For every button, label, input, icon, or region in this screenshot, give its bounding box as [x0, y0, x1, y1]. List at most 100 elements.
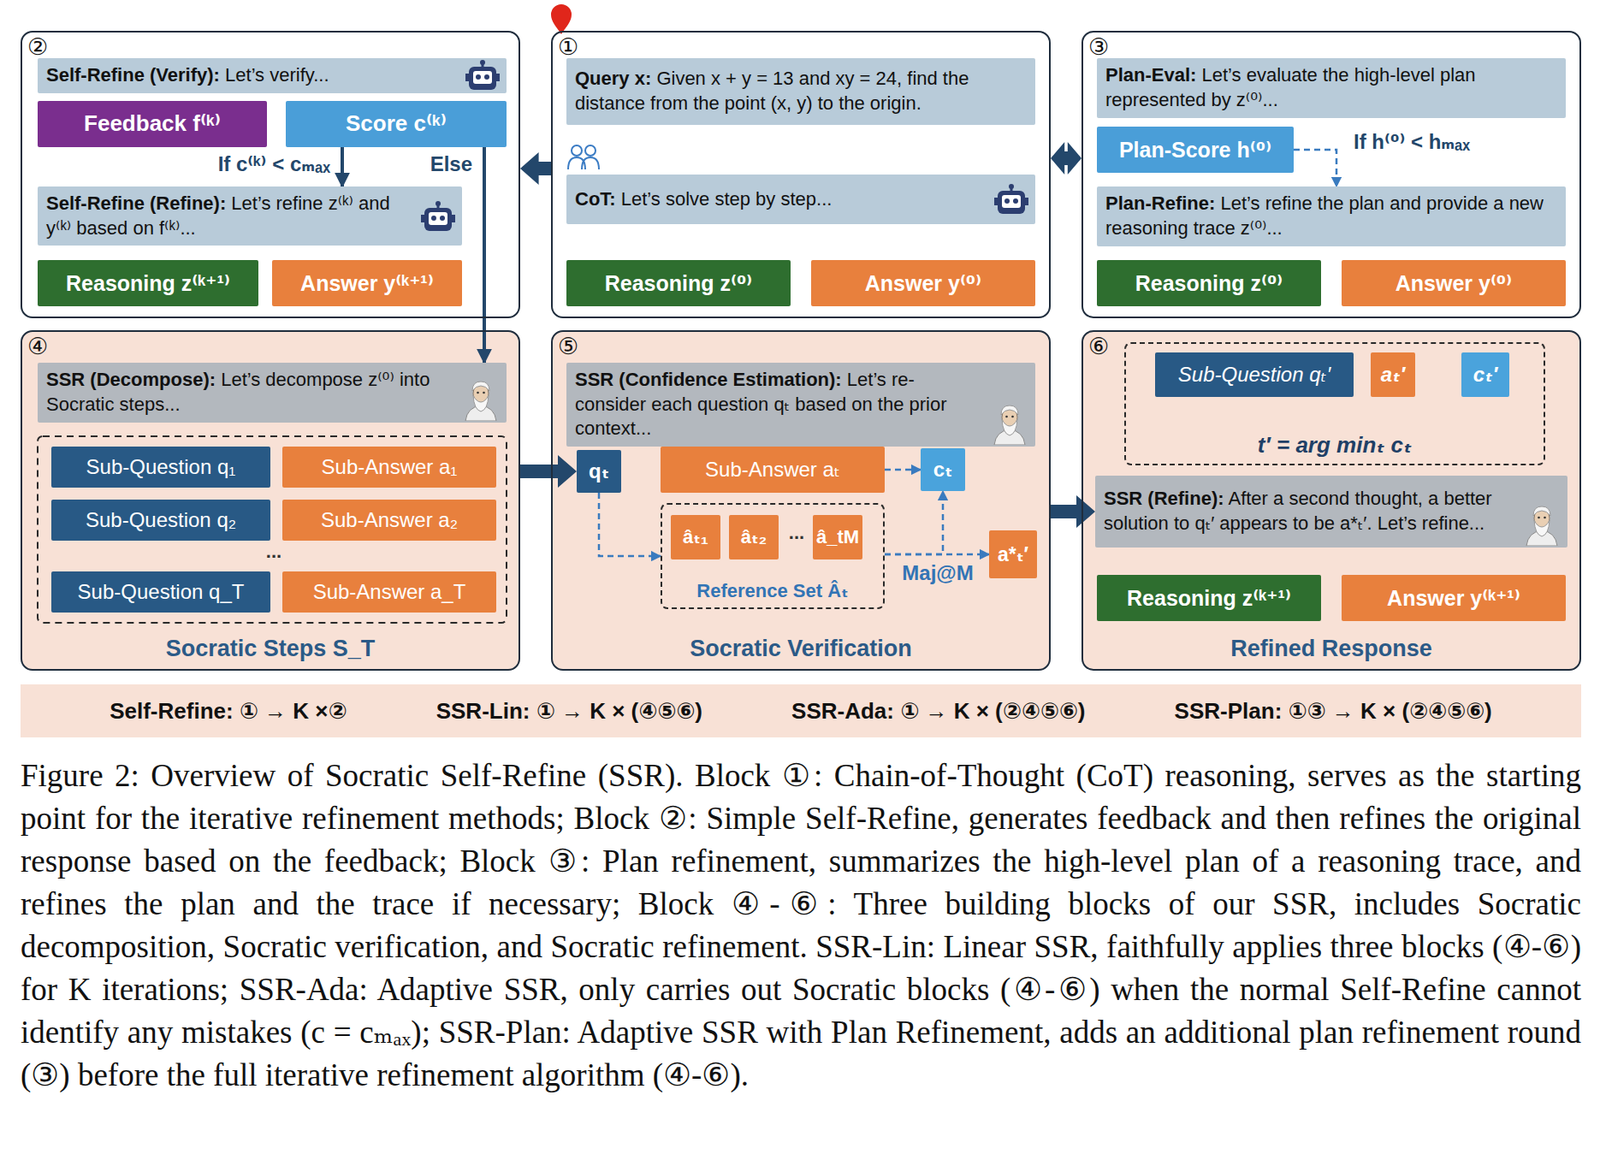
label-box: Sub-Question q_T — [51, 571, 271, 613]
prompt-band: Query x: Given x + y = 13 and xy = 24, f… — [566, 58, 1036, 125]
connector — [884, 491, 943, 555]
node-text: SSR (Refine): After a second thought, a … — [1103, 486, 1518, 536]
label-box: Sub-Answer aₜ — [660, 446, 885, 493]
text-emphasis: Query x: — [574, 67, 652, 89]
label-box: Reasoning z⁽⁰⁾ — [566, 260, 791, 307]
label-patch: If h⁽⁰⁾ < hₘₐₓ — [1351, 130, 1473, 154]
label-box: Answer y⁽ᵏ⁺¹⁾ — [1341, 574, 1566, 622]
text-emphasis: SSR (Refine): — [1103, 487, 1225, 510]
label-box: Sub-Answer a_T — [282, 571, 497, 613]
edge-label: Else — [410, 152, 478, 177]
node-text: Sub-Question q₂ — [85, 508, 237, 533]
node-text: SSR (Confidence Estimation): Let’s re-co… — [574, 367, 986, 442]
label-box: a*ₜ′ — [989, 530, 1038, 579]
node-text: Reasoning z⁽⁰⁾ — [604, 271, 753, 297]
prompt-band: Self-Refine (Verify): Let’s verify... — [37, 58, 507, 94]
prompt-band: CoT: Let’s solve step by step... — [566, 174, 1036, 225]
prompt-band: SSR (Confidence Estimation): Let’s re-co… — [566, 362, 1036, 447]
connector — [1293, 149, 1337, 187]
node-text: CoT: Let’s solve step by step... — [574, 187, 986, 213]
callout-number: ③ — [1088, 35, 1109, 60]
node-text: Sub-Answer aₜ — [705, 457, 841, 482]
prompt-band: SSR (Refine): After a second thought, a … — [1095, 475, 1568, 548]
node-text: SSR-Lin: ① → K × (④⑤⑥) — [436, 698, 703, 725]
label-box: Answer y⁽⁰⁾ — [811, 260, 1036, 307]
panel-title: Socratic Verification — [552, 635, 1049, 663]
dashed-group: t′ = arg minₜ cₜSub-Question qₜ′aₜ′cₜ′ — [1124, 342, 1546, 466]
socrates-icon — [1522, 503, 1561, 546]
panel-fill — [551, 331, 1050, 670]
block-panel: ①Query x: Given x + y = 13 and xy = 24, … — [551, 30, 1051, 319]
node-text: t′ = arg minₜ cₜ — [1257, 432, 1412, 459]
prompt-band: Plan-Eval: Let’s evaluate the high-level… — [1096, 58, 1566, 119]
connector — [520, 455, 577, 488]
label-box: cₜ — [920, 448, 966, 492]
figure-caption: Figure 2: Overview of Socratic Self-Refi… — [20, 754, 1582, 1097]
node-text: Reference Set Âₜ — [696, 580, 848, 603]
node-text: Self-Refine: ① → K ×② — [109, 698, 347, 725]
node-text: Feedback f⁽ᵏ⁾ — [83, 111, 221, 137]
prompt-band: SSR (Decompose): Let’s decompose z⁽⁰⁾ in… — [37, 362, 507, 423]
node-text: SSR-Ada: ① → K × (②④⑤⑥) — [791, 698, 1085, 725]
node-text: SSR (Decompose): Let’s decompose z⁽⁰⁾ in… — [46, 367, 457, 417]
prompt-band: Plan-Refine: Let’s refine the plan and p… — [1096, 186, 1566, 247]
node-text: a*ₜ′ — [997, 543, 1029, 566]
label-box: Answer y⁽⁰⁾ — [1341, 260, 1566, 307]
user-icon — [568, 145, 599, 170]
node-text: qₜ — [588, 459, 610, 484]
label-box: Feedback f⁽ᵏ⁾ — [37, 100, 267, 148]
label-box: Plan-Score h⁽⁰⁾ — [1096, 126, 1294, 173]
node-text: Reasoning z⁽ᵏ⁺¹⁾ — [65, 271, 231, 297]
node-text: Answer y⁽ᵏ⁺¹⁾ — [1386, 586, 1521, 611]
node-text: âₜ₂ — [740, 526, 768, 548]
block-panel: ⑥Refined Responset′ = arg minₜ cₜSub-Que… — [1081, 330, 1582, 671]
label-box: Score c⁽ᵏ⁾ — [285, 100, 507, 148]
node-text: Plan-Eval: Let’s evaluate the high-level… — [1105, 63, 1558, 113]
label-box: cₜ′ — [1461, 352, 1510, 398]
label-box: qₜ — [576, 450, 622, 493]
label-box: aₜ′ — [1370, 352, 1416, 398]
callout-number: ⑥ — [1088, 334, 1109, 359]
label-box: Reasoning z⁽ᵏ⁺¹⁾ — [1096, 574, 1322, 622]
connector — [884, 468, 921, 472]
block-panel: ③ Plan-Eval: Let’s evaluate the high-leve… — [1081, 30, 1582, 319]
connector — [340, 147, 344, 187]
node-text: SSR-Plan: ①③ → K × (②④⑤⑥) — [1174, 698, 1493, 725]
label-patch: Else — [427, 152, 475, 176]
label-box: Sub-Question q₂ — [51, 499, 271, 541]
node-text: Sub-Answer a_T — [313, 580, 467, 605]
robot-icon — [994, 183, 1029, 215]
edge-label: Maj@M — [889, 561, 986, 586]
node-text: Reasoning z⁽⁰⁾ — [1135, 271, 1284, 297]
label-box: Reasoning z⁽ᵏ⁺¹⁾ — [37, 260, 259, 307]
node-text: Self-Refine (Verify): Let’s verify... — [46, 63, 457, 89]
socrates-icon — [990, 402, 1029, 445]
robot-icon — [420, 201, 456, 232]
block-panel: ④Socratic Steps S_TSSR (Decompose): Let’… — [20, 330, 521, 671]
prompt-band: Self-Refine (Refine): Let’s refine z⁽ᵏ⁾ … — [37, 186, 463, 246]
pin-marker — [551, 4, 572, 35]
connector — [1050, 495, 1096, 528]
node-text: cₜ — [933, 457, 954, 482]
node-text: Answer y⁽⁰⁾ — [1395, 271, 1513, 297]
node-text: Plan-Refine: Let’s refine the plan and p… — [1105, 191, 1558, 241]
node-text: âₜ₁ — [682, 526, 709, 548]
panel-title: Refined Response — [1083, 635, 1580, 663]
label-box: Sub-Answer a₁ — [282, 446, 497, 488]
label-box: Sub-Answer a₂ — [282, 499, 497, 541]
connector — [520, 152, 552, 185]
node-text: â_tM — [816, 526, 860, 548]
label-patch: If c⁽ᵏ⁾ < cₘₐₓ — [215, 152, 333, 176]
text-emphasis: Self-Refine (Refine): — [46, 192, 226, 214]
block-panel: ⑤Socratic VerificationSSR (Confidence Es… — [551, 330, 1051, 671]
method-bar: Self-Refine: ① → K ×② SSR-Lin: ① → K × (④… — [20, 684, 1582, 738]
dashed-group: Reference Set Âₜ âₜ₁ âₜ₂ â_tM — [660, 503, 885, 610]
node-text: Plan-Score h⁽⁰⁾ — [1119, 137, 1272, 163]
text-emphasis: CoT: — [574, 188, 617, 210]
node-text: Sub-Answer a₂ — [320, 508, 458, 533]
label-patch: Maj@M — [899, 561, 976, 585]
label-box: Sub-Question q₁ — [51, 446, 271, 488]
connector — [598, 492, 661, 557]
node-text: Query x: Given x + y = 13 and xy = 24, f… — [574, 66, 1027, 116]
node-text: Sub-Question q_T — [77, 580, 245, 605]
